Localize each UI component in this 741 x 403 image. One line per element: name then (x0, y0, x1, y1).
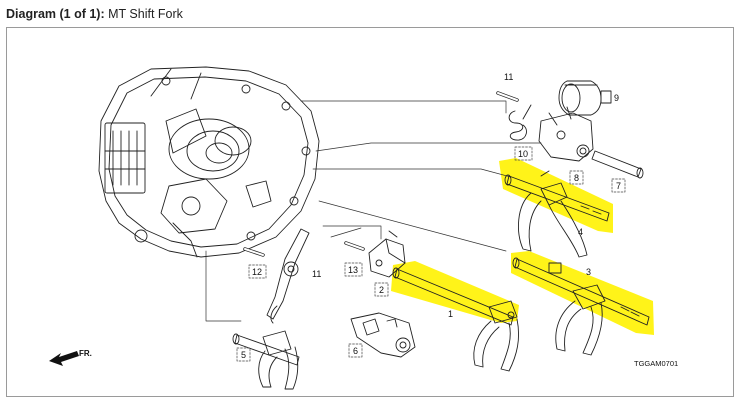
diagram-label: Diagram (1 of 1): (6, 7, 105, 21)
callout-11: 11 (312, 269, 321, 279)
part-7-shaft (591, 150, 644, 179)
part-3-shift-fork (512, 257, 650, 356)
part-9-interlock (558, 80, 612, 116)
part-12-lower-spring-pin (243, 247, 265, 257)
callout-4: 4 (578, 227, 583, 237)
callout-1: 1 (448, 309, 453, 319)
front-direction-arrow (49, 351, 79, 366)
callout-10: 10 (518, 149, 528, 159)
callout-8: 8 (574, 173, 579, 183)
front-direction-label: FR. (79, 349, 92, 358)
callout-5: 5 (241, 350, 246, 360)
leader-lines (205, 100, 542, 322)
highlight-part-1 (391, 261, 519, 323)
callout-6: 6 (353, 346, 358, 356)
transmission-case (98, 66, 320, 258)
part-12-spring-pin (496, 91, 519, 102)
callout-12-lower: 12 (252, 267, 262, 277)
part-5-shift-fork (232, 330, 300, 390)
part-10-spring (508, 104, 532, 141)
part-8-bracket (538, 106, 594, 162)
diagram-header: Diagram (1 of 1): MT Shift Fork (6, 4, 183, 24)
highlight-part-3 (511, 251, 654, 335)
highlight-part-4 (499, 158, 613, 233)
part-11-shift-lever (266, 228, 310, 324)
part-4-shift-fork (504, 170, 610, 258)
callout-9: 9 (614, 93, 619, 103)
diagram-frame: 11 9 10 8 7 4 3 1 2 13 12 11 6 5 TGGAM07… (6, 27, 734, 397)
callout-3: 3 (586, 267, 591, 277)
drawing-code: TGGAM0701 (634, 359, 678, 368)
diagram-title: MT Shift Fork (108, 7, 183, 21)
callout-12-upper: 11 (504, 72, 513, 82)
part-13-spring-pin (344, 241, 365, 251)
exploded-parts-diagram: 11 9 10 8 7 4 3 1 2 13 12 11 6 5 TGGAM07… (49, 66, 678, 390)
callout-2: 2 (379, 285, 384, 295)
callout-7: 7 (616, 181, 621, 191)
part-6-shift-holder (350, 312, 416, 358)
callout-13: 13 (348, 265, 358, 275)
part-2-shift-piece (368, 230, 406, 278)
callout-boxes (236, 146, 626, 362)
